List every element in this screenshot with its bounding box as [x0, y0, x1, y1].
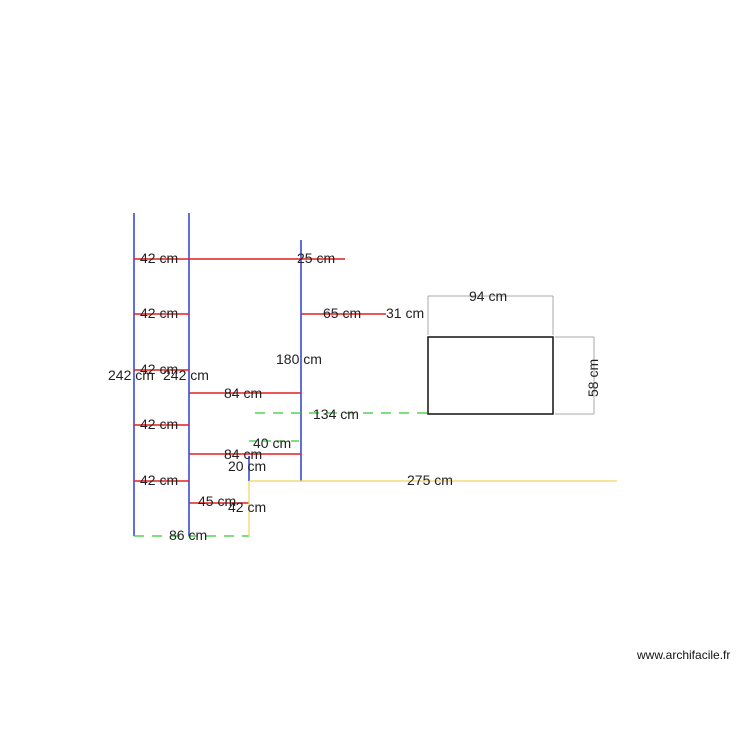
label-dashed-134: 134 cm [313, 406, 359, 422]
label-wall-height: 180 cm [276, 351, 322, 367]
label-rung-1: 42 cm [140, 250, 178, 266]
label-shelf-84-a: 84 cm [224, 385, 262, 401]
label-small-45: 45 cm [198, 493, 236, 509]
label-rung-2: 42 cm [140, 305, 178, 321]
label-box-width: 94 cm [469, 288, 507, 304]
label-mid-shelf-end: 31 cm [386, 305, 424, 321]
label-rung-5: 42 cm [140, 472, 178, 488]
label-rung-3: 42 cm [140, 361, 178, 377]
label-top-shelf: 25 cm [297, 250, 335, 266]
label-height-right: 242 cm [163, 367, 209, 383]
label-box-height: 58 cm [585, 359, 601, 397]
label-small-40: 40 cm [253, 435, 291, 451]
label-shelf-84-b: 84 cm [224, 446, 262, 462]
label-rung-4: 42 cm [140, 416, 178, 432]
label-mid-shelf: 65 cm [323, 305, 361, 321]
label-bottom-86: 86 cm [169, 527, 207, 543]
label-small-42: 42 cm [228, 499, 266, 515]
label-height-left: 242 cm [108, 367, 154, 383]
watermark-text: www.archifacile.fr [637, 648, 731, 662]
furniture-box[interactable] [427, 336, 554, 415]
label-yellow-275: 275 cm [407, 472, 453, 488]
label-small-20: 20 cm [228, 458, 266, 474]
